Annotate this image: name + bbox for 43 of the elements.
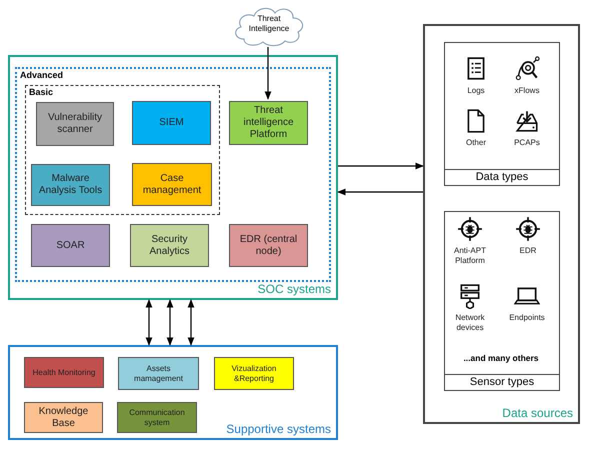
system-box: Security Analytics: [130, 224, 209, 267]
system-box: EDR (central node): [229, 224, 308, 267]
category-panel: [444, 42, 560, 186]
system-box: Malware Analysis Tools: [31, 164, 110, 206]
item-label: Logs: [466, 86, 486, 96]
cloud-label: Threat Intelligence: [248, 14, 290, 35]
item-label: Anti-APT Platform: [452, 246, 487, 267]
item-label: Network devices: [454, 313, 486, 334]
system-panel: [423, 24, 580, 424]
system-panel: [8, 55, 338, 300]
system-box: Health Monitoring: [24, 357, 104, 388]
item-label: xFlows: [514, 86, 540, 96]
group-title: Basic: [29, 87, 54, 97]
system-box: Threat intelligence Platform: [229, 101, 308, 145]
panel-title: Data sources: [502, 406, 573, 420]
system-box: Case management: [132, 163, 212, 206]
system-box: Communication system: [117, 402, 197, 433]
item-label: Other: [464, 138, 487, 148]
system-box: SIEM: [132, 101, 211, 145]
arrow: [264, 47, 272, 100]
system-box: Vulnerability scanner: [36, 102, 114, 146]
category-panel: [444, 211, 560, 391]
system-box: SOAR: [31, 224, 110, 267]
item-label: EDR: [518, 246, 538, 256]
item-label: Endpoints: [508, 313, 546, 324]
arrow: [188, 299, 194, 346]
group-frame: [25, 85, 220, 215]
system-box: Knowledge Base: [24, 402, 103, 433]
note-text: ...and many others: [462, 353, 540, 363]
system-box: Assets mamagement: [118, 357, 199, 390]
system-panel: [8, 345, 338, 440]
arrow: [337, 188, 423, 196]
arrow: [338, 162, 424, 170]
system-box: Vizualization &Reporting: [214, 357, 294, 390]
arrow: [146, 299, 152, 346]
item-label: PCAPs: [513, 138, 541, 148]
panel-title: Supportive systems: [226, 422, 331, 436]
panel-title: SOC systems: [258, 282, 331, 296]
group-title: Advanced: [20, 70, 64, 80]
panel-caption: Data types: [445, 169, 559, 185]
panel-caption: Sensor types: [445, 374, 559, 390]
group-frame: [15, 67, 331, 282]
arrow: [166, 299, 174, 346]
